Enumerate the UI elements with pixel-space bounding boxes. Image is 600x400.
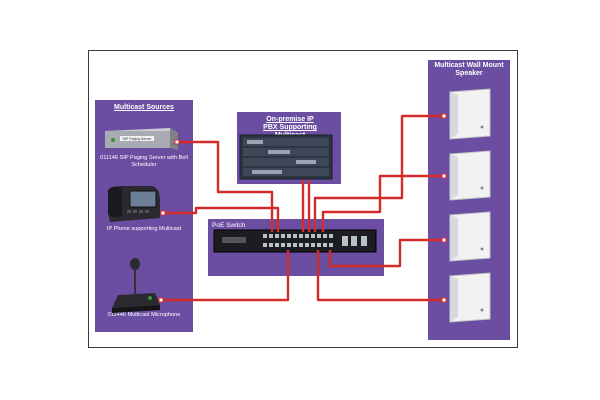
paging-server-badge: SIP Paging Server <box>123 137 153 141</box>
port-speaker-3 <box>441 237 447 243</box>
sources-title: Multicast Sources <box>114 104 174 111</box>
port-ip-phone <box>160 210 166 216</box>
cable-paging-server <box>178 140 274 232</box>
cable-speaker-2 <box>321 174 444 232</box>
port-speaker-2 <box>441 173 447 179</box>
port-speaker-4 <box>441 297 447 303</box>
microphone-label: 011446 Multicast Microphone <box>107 312 181 318</box>
speakers-title: Multicast Wall Mount Speaker <box>434 62 504 77</box>
cable-speaker-4 <box>316 250 444 302</box>
speaker-4 <box>449 272 491 323</box>
cable-speaker-3 <box>328 238 444 268</box>
speaker-1 <box>449 88 491 140</box>
paging-server-label: 011146 SIP Paging Server with Bell Sched… <box>100 155 188 168</box>
speaker-3 <box>449 211 491 262</box>
pbx-device <box>239 134 333 180</box>
port-paging-server <box>174 139 180 145</box>
ip-phone-label: IP Phone supporting Multicast <box>106 226 182 232</box>
cable-ip-phone <box>164 206 280 232</box>
switch-title: PoE Switch <box>212 222 246 229</box>
cable-speaker-1 <box>313 114 444 232</box>
cable-microphone <box>162 250 290 302</box>
speaker-2 <box>449 150 491 201</box>
port-microphone <box>158 297 164 303</box>
microphone-device <box>112 258 160 313</box>
ip-phone-device <box>108 186 160 222</box>
port-speaker-1 <box>441 113 447 119</box>
paging-server-device: SIP Paging Server <box>105 128 178 150</box>
poe-switch-device <box>213 229 377 253</box>
